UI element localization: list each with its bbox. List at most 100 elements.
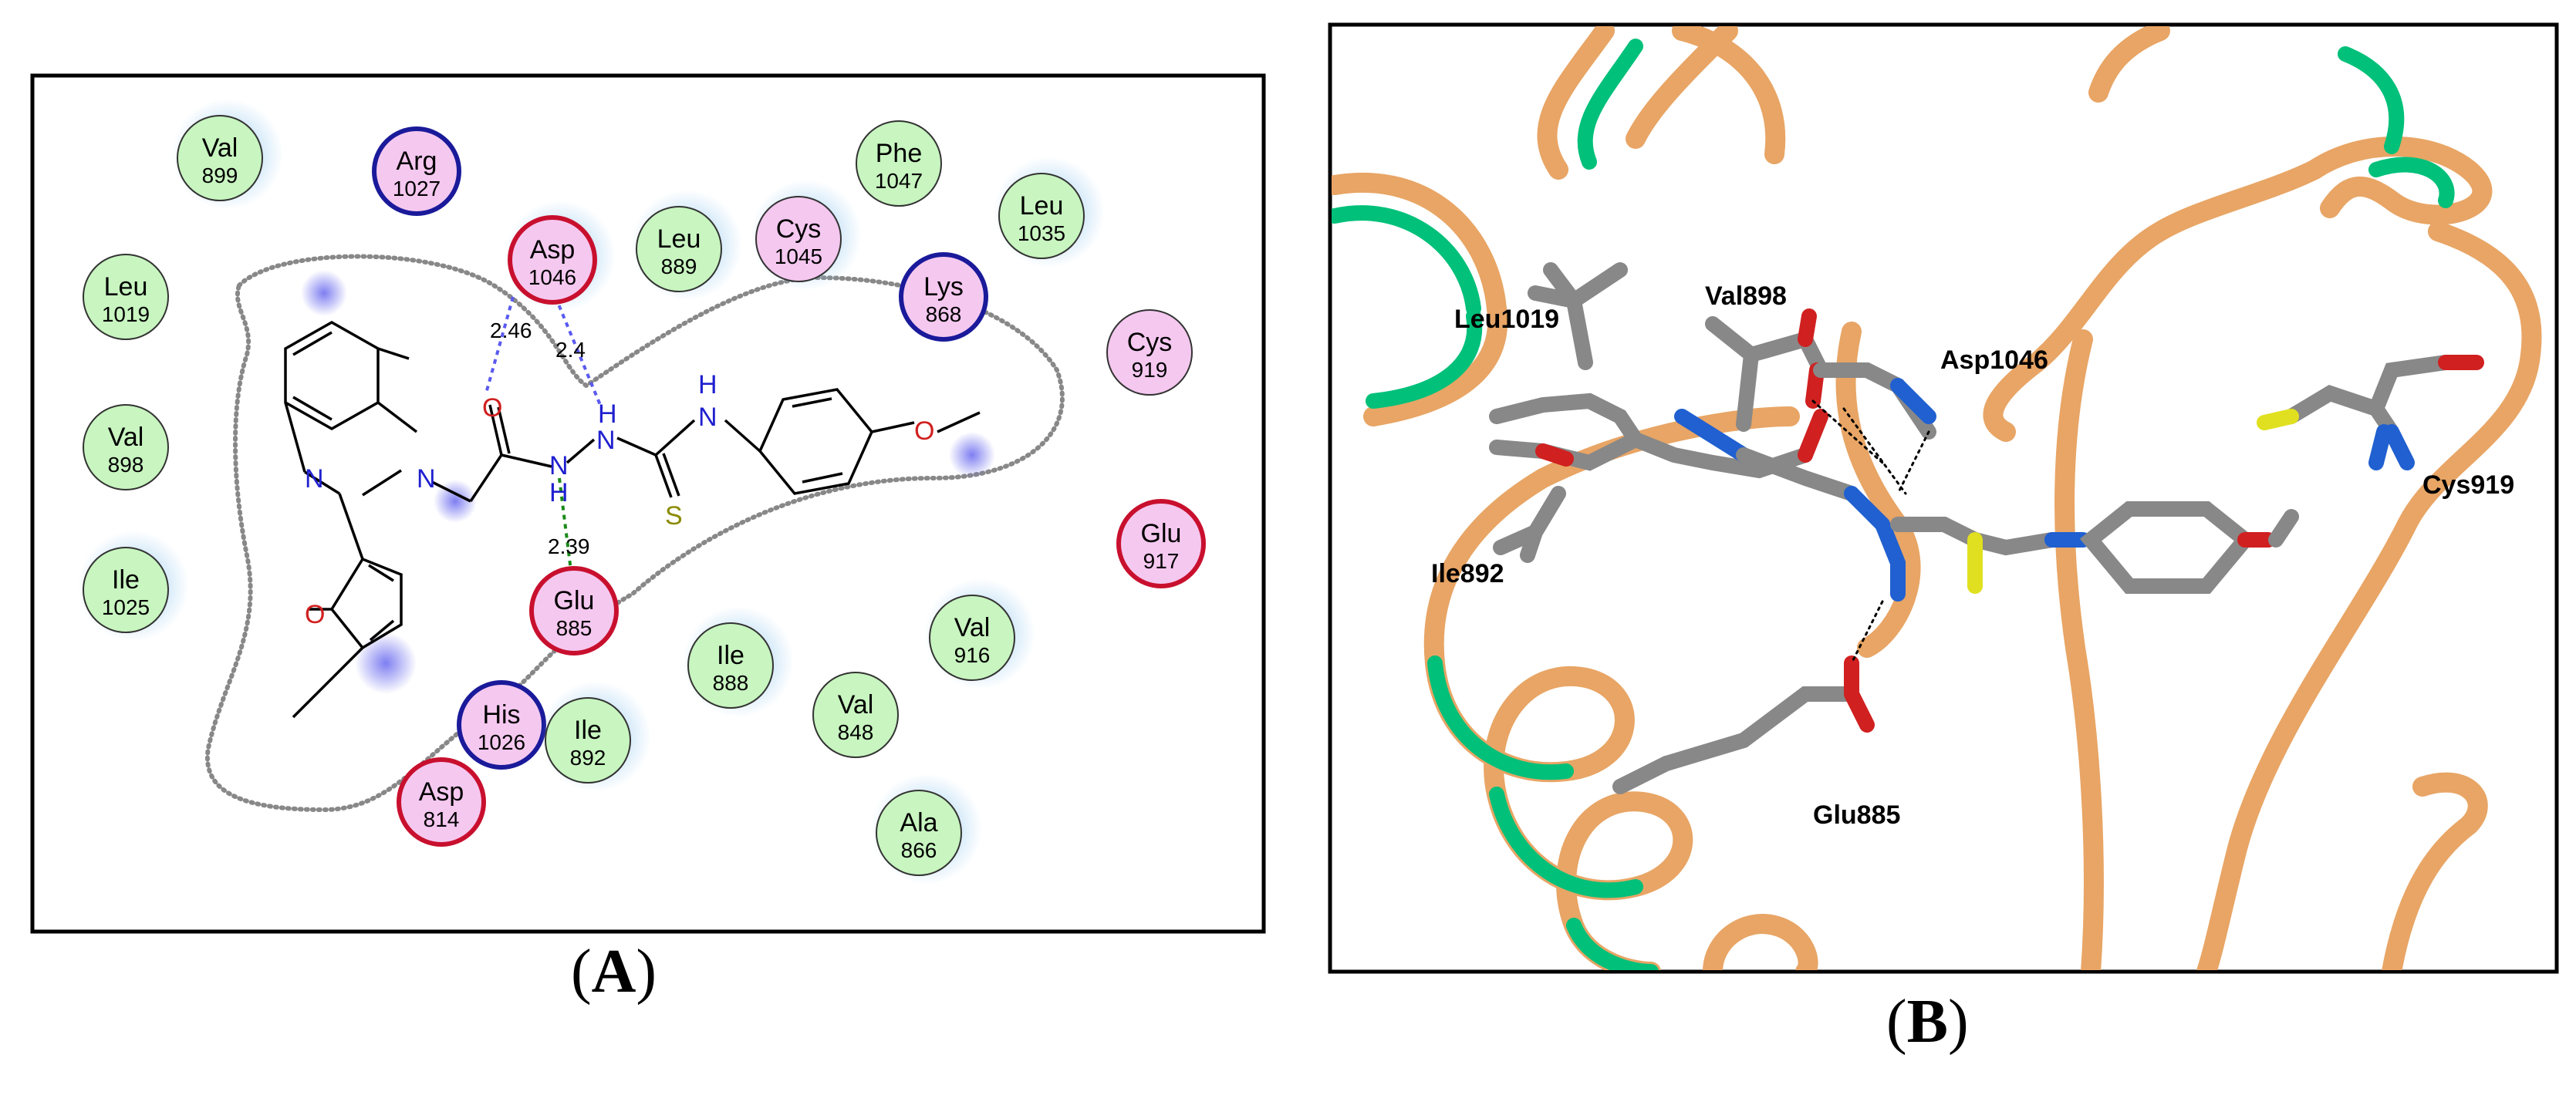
residue-name: Glu	[554, 586, 595, 615]
residue-node	[755, 196, 842, 282]
residue-name: Leu	[657, 224, 701, 254]
residue-node	[998, 173, 1085, 259]
residue-node	[929, 595, 1015, 681]
residue-node	[687, 622, 774, 709]
atom-label-n3: N	[549, 451, 569, 480]
atom-label-h2: H	[549, 478, 569, 507]
label-asp1046: Asp1046	[1940, 345, 2048, 375]
residue-number: 889	[661, 254, 697, 278]
panel-b-3d-structure: Leu1019 Val898 Asp1046 Ile892 Cys919 Glu…	[1312, 0, 2576, 1098]
residue-name: Ala	[900, 808, 937, 837]
residue-name: Asp	[530, 235, 576, 265]
residue-name: Cys	[1127, 328, 1173, 357]
residue-name: Phe	[876, 139, 923, 168]
hbond-lines-3d	[1811, 399, 1930, 665]
ligand-skeleton	[284, 320, 981, 719]
residue-node	[636, 206, 722, 292]
residue-name: Ile	[574, 716, 602, 745]
residue-number: 919	[1132, 358, 1168, 382]
label-val898: Val898	[1705, 281, 1787, 311]
residue-node	[876, 790, 962, 876]
caption-paren-open: (	[1886, 988, 1907, 1056]
residue-name: Val	[108, 423, 144, 452]
residue-name: Glu	[1141, 519, 1182, 548]
panel-a-caption: (A)	[571, 937, 657, 1007]
residue-node	[397, 757, 486, 847]
residue-number: 898	[108, 453, 144, 477]
exposure-blob	[301, 270, 347, 316]
distance-label: 2.4	[555, 338, 586, 362]
residue-number: 1025	[102, 595, 150, 619]
residue-number: 1019	[102, 302, 150, 326]
atom-label-o-methoxy: O	[914, 416, 934, 446]
residue-number: 848	[838, 720, 874, 744]
residue-number: 885	[556, 616, 593, 640]
residue-node	[508, 215, 597, 305]
caption-letter: B	[1906, 988, 1948, 1056]
residue-sticks	[1493, 262, 2484, 794]
distance-label: 2.39	[548, 534, 590, 558]
caption-paren-close: )	[1948, 988, 1969, 1056]
residue-node	[529, 566, 619, 655]
residue-number: 1026	[478, 730, 525, 754]
residue-node	[899, 252, 988, 342]
distance-labels: 2.46 2.4 2.39	[490, 318, 590, 558]
residue-number: 1045	[775, 244, 822, 268]
atom-label-o-carbonyl: O	[482, 393, 502, 423]
residue-number: 899	[202, 163, 238, 187]
residue-number: 1047	[875, 169, 923, 193]
residue-name: Ile	[717, 641, 744, 670]
residue-number: 917	[1143, 549, 1180, 573]
residue-name: Cys	[776, 214, 822, 244]
distance-label: 2.46	[490, 318, 532, 342]
residue-node	[545, 697, 631, 784]
residue-name: Asp	[419, 777, 464, 807]
exposure-blob	[434, 480, 477, 523]
exposure-blob	[949, 432, 995, 478]
caption-paren-open: (	[571, 938, 592, 1006]
residue-number: 868	[926, 302, 962, 326]
atom-label-h1: H	[598, 399, 617, 429]
residue-number: 892	[570, 746, 606, 770]
label-leu1019: Leu1019	[1454, 305, 1559, 334]
ligand-sticks	[1489, 393, 2299, 602]
atom-label-n4: N	[596, 426, 616, 455]
atom-label-n5: N	[698, 403, 717, 432]
residue-node	[372, 126, 461, 216]
atom-label-n2: N	[417, 464, 436, 494]
residue-node	[812, 672, 899, 758]
residue-number: 866	[901, 838, 937, 862]
atom-label-s: S	[665, 501, 683, 531]
label-ile892: Ile892	[1431, 559, 1504, 588]
residue-name: Lys	[923, 272, 964, 302]
atom-label-h3: H	[698, 370, 717, 399]
binding-pocket-contour	[204, 254, 1065, 813]
panel-b-caption: (B)	[1886, 987, 1969, 1057]
residue-number: 1035	[1018, 221, 1065, 245]
residue-name: His	[482, 700, 520, 730]
residue-node	[83, 404, 169, 490]
residue-name: Val	[954, 613, 991, 642]
residue-number: 888	[713, 671, 749, 695]
residue-name: Leu	[1020, 191, 1064, 221]
exposure-blob	[355, 632, 417, 694]
residue-node	[83, 547, 169, 633]
hbond-lines	[484, 296, 603, 571]
residue-name: Arg	[397, 147, 437, 176]
residue-name: Val	[838, 690, 874, 720]
residue-name: Ile	[112, 565, 140, 595]
residue-node	[1116, 499, 1206, 588]
residue-labels-3d: Leu1019 Val898 Asp1046 Ile892 Cys919 Glu…	[1431, 281, 2514, 830]
residue-node	[856, 120, 942, 207]
atom-label-o-furan: O	[305, 600, 325, 629]
residue-name: Val	[202, 133, 238, 163]
residue-number: 1046	[528, 265, 576, 289]
residue-node	[177, 115, 263, 201]
residue-number: 814	[424, 807, 460, 831]
protein-ribbons-alt	[1332, 39, 2455, 970]
residue-number: 1027	[393, 177, 441, 201]
label-cys919: Cys919	[2422, 470, 2514, 500]
